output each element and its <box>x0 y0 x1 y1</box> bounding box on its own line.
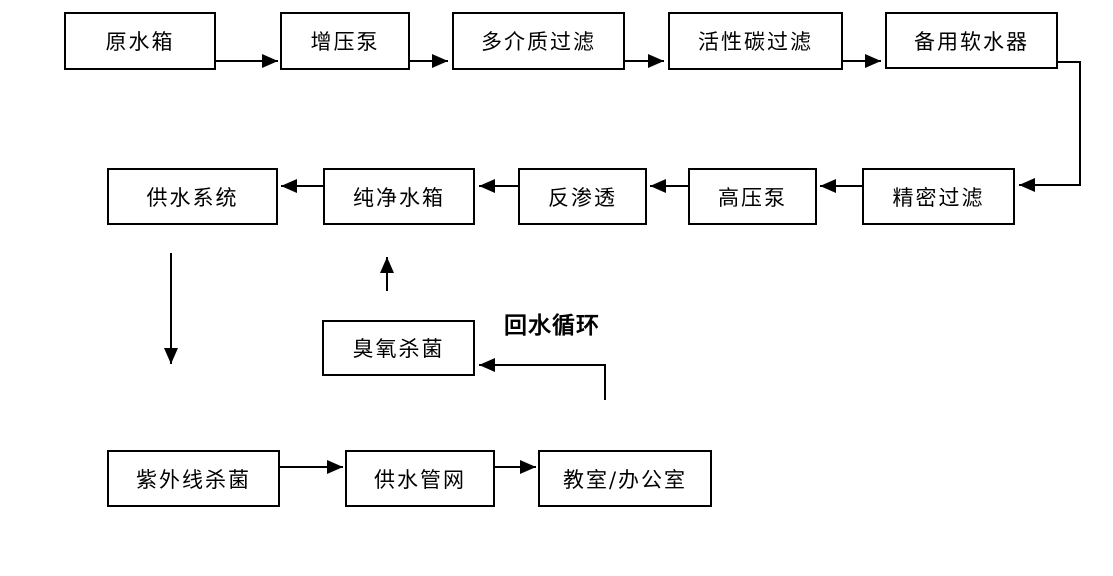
node-label: 多介质过滤 <box>481 30 596 54</box>
node-water-supply-system: 供水系统 <box>107 168 278 225</box>
node-precision-filter: 精密过滤 <box>862 168 1015 225</box>
node-booster-pump: 增压泵 <box>280 12 410 70</box>
node-label: 供水系统 <box>146 185 239 210</box>
node-label: 原水箱 <box>105 30 175 54</box>
node-activated-carbon-filter: 活性碳过滤 <box>668 12 843 70</box>
node-ozone-sterilizer: 臭氧杀菌 <box>322 320 475 376</box>
node-uv-sterilizer: 紫外线杀菌 <box>107 450 280 507</box>
return-water-loop-label: 回水循环 <box>504 313 600 339</box>
edge-return-loop <box>479 358 606 400</box>
node-pure-water-tank: 纯净水箱 <box>323 168 475 225</box>
node-multimedia-filter: 多介质过滤 <box>452 12 625 70</box>
node-label: 供水管网 <box>374 467 466 492</box>
node-reverse-osmosis: 反渗透 <box>518 168 647 225</box>
node-label: 反渗透 <box>548 185 617 210</box>
node-label: 臭氧杀菌 <box>352 337 445 361</box>
node-label: 高压泵 <box>718 185 787 210</box>
node-water-supply-pipe-network: 供水管网 <box>345 450 495 507</box>
node-label: 增压泵 <box>310 30 380 54</box>
node-label: 活性碳过滤 <box>698 30 813 54</box>
edge-softener-precision <box>1019 61 1081 192</box>
node-high-pressure-pump: 高压泵 <box>688 168 817 225</box>
node-label: 教室/办公室 <box>562 467 688 492</box>
node-label: 备用软水器 <box>914 29 1029 54</box>
node-standby-water-softener: 备用软水器 <box>885 12 1058 69</box>
node-label: 紫外线杀菌 <box>136 467 251 492</box>
node-label: 精密过滤 <box>892 185 985 210</box>
node-raw-water-tank: 原水箱 <box>64 12 216 70</box>
node-classroom-office: 教室/办公室 <box>538 450 712 507</box>
node-label: 纯净水箱 <box>353 185 445 210</box>
